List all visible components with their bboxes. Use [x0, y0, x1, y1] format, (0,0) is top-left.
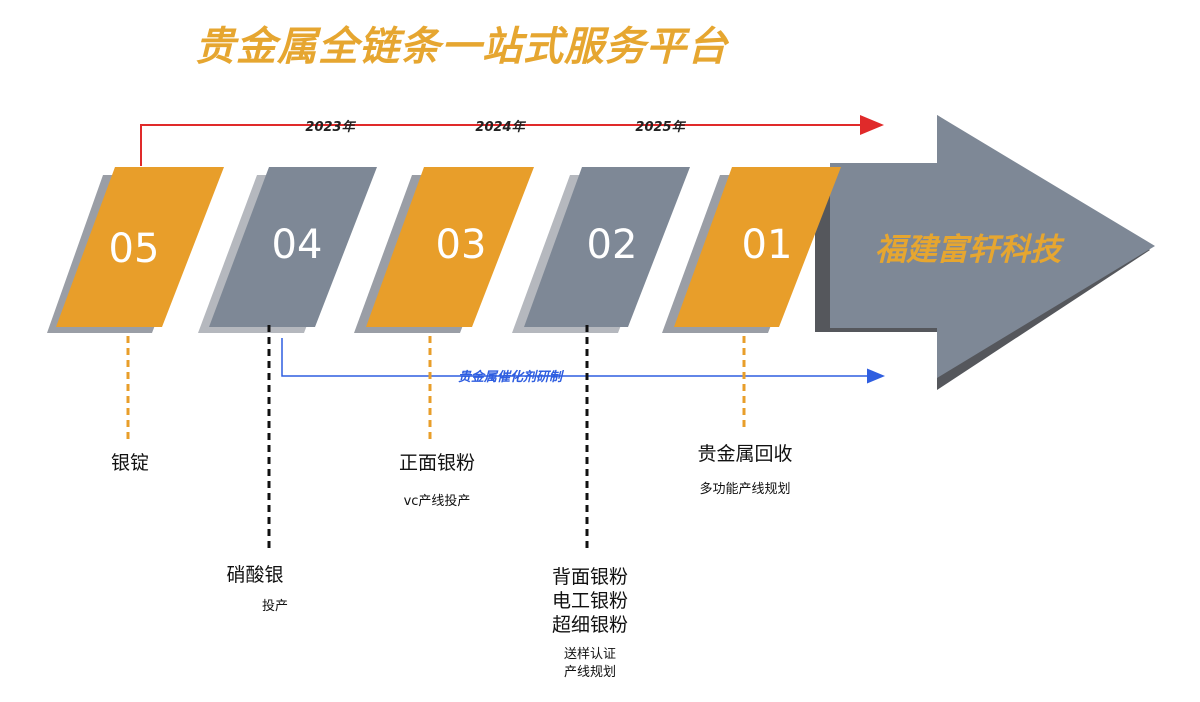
step-04-sub: 投产 [261, 599, 288, 614]
page-title: 贵金属全链条一站式服务平台 [195, 24, 728, 70]
step-05-label: 银锭 [110, 452, 149, 474]
step-number: 04 [272, 222, 323, 268]
step-number: 05 [109, 226, 160, 272]
step-03: 03 [354, 167, 534, 333]
step-01-sub: 多功能产线规划 [699, 482, 791, 497]
step-03-label: 正面银粉 [398, 452, 475, 474]
catalyst-label: 贵金属催化剂研制 [458, 369, 565, 385]
step-01-label: 贵金属回收 [697, 443, 793, 465]
year-label: 2023年 [305, 119, 356, 135]
step-number: 02 [587, 222, 638, 268]
step-03-sub: vc产线投产 [403, 494, 471, 509]
step-number: 03 [436, 222, 487, 268]
step-number: 01 [742, 222, 793, 268]
step-05: 05 [47, 167, 224, 333]
year-label: 2024年 [475, 119, 526, 135]
step-02: 02 [512, 167, 690, 333]
company-name: 福建富轩科技 [875, 232, 1065, 268]
timeline-arrow [140, 115, 884, 166]
step-04-label: 硝酸银 [226, 564, 284, 586]
step-02-sub: 送样认证 产线规划 [563, 647, 616, 680]
year-label: 2025年 [635, 119, 686, 135]
step-01: 01 [662, 167, 841, 333]
step-04: 04 [198, 167, 377, 333]
step-02-label: 背面银粉 电工银粉 超细银粉 [551, 566, 628, 636]
catalyst-arrow [281, 338, 885, 384]
company-arrow: 福建富轩科技 [815, 115, 1155, 390]
